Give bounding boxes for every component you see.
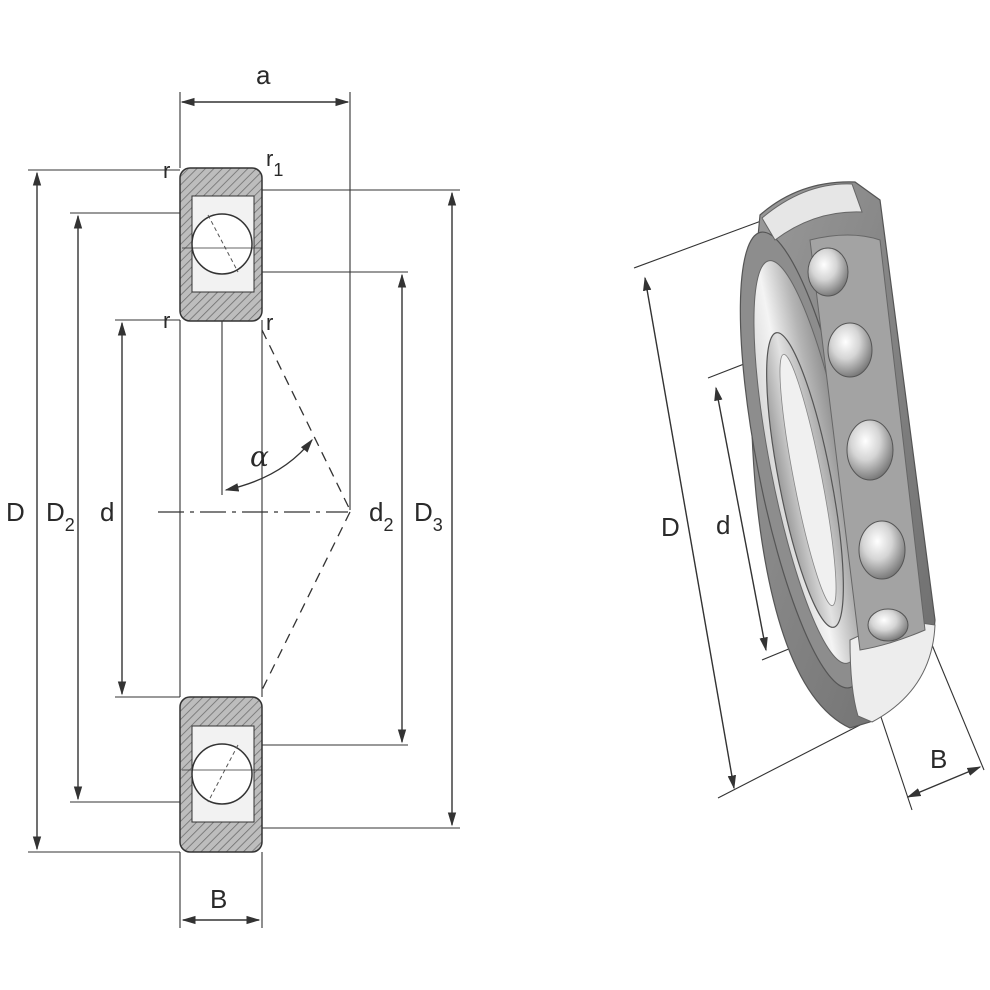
label-r1: r1 bbox=[266, 146, 283, 180]
label-a: a bbox=[256, 60, 271, 90]
label-3d-D: D bbox=[661, 512, 680, 542]
top-ring-section bbox=[179, 167, 263, 322]
ball-5 bbox=[867, 608, 909, 642]
label-D3: D3 bbox=[414, 497, 443, 535]
label-d: d bbox=[100, 497, 114, 527]
label-r-top-left: r bbox=[163, 158, 170, 183]
label-r-mid-right: r bbox=[266, 310, 273, 335]
bottom-ring-section bbox=[179, 696, 263, 853]
label-r-mid-left: r bbox=[163, 308, 170, 333]
perspective-view: D d B bbox=[633, 181, 985, 811]
extension-lines bbox=[28, 92, 460, 928]
label-3d-B: B bbox=[930, 744, 947, 774]
label-3d-d: d bbox=[716, 510, 730, 540]
label-D2: D2 bbox=[46, 497, 75, 535]
ball-1 bbox=[807, 247, 849, 297]
section-view: a r r1 r r D D2 d α d2 D3 B bbox=[6, 60, 460, 928]
label-B: B bbox=[210, 884, 227, 914]
ball-bottom bbox=[191, 743, 253, 805]
ball-4 bbox=[858, 520, 906, 580]
ball-3 bbox=[846, 419, 894, 481]
ball-top bbox=[191, 213, 253, 275]
dimension-lines bbox=[32, 97, 457, 925]
label-d2: d2 bbox=[369, 497, 393, 535]
label-alpha: α bbox=[250, 440, 269, 473]
ball-2 bbox=[827, 322, 873, 378]
bearing-body bbox=[739, 181, 936, 729]
label-D: D bbox=[6, 497, 25, 527]
